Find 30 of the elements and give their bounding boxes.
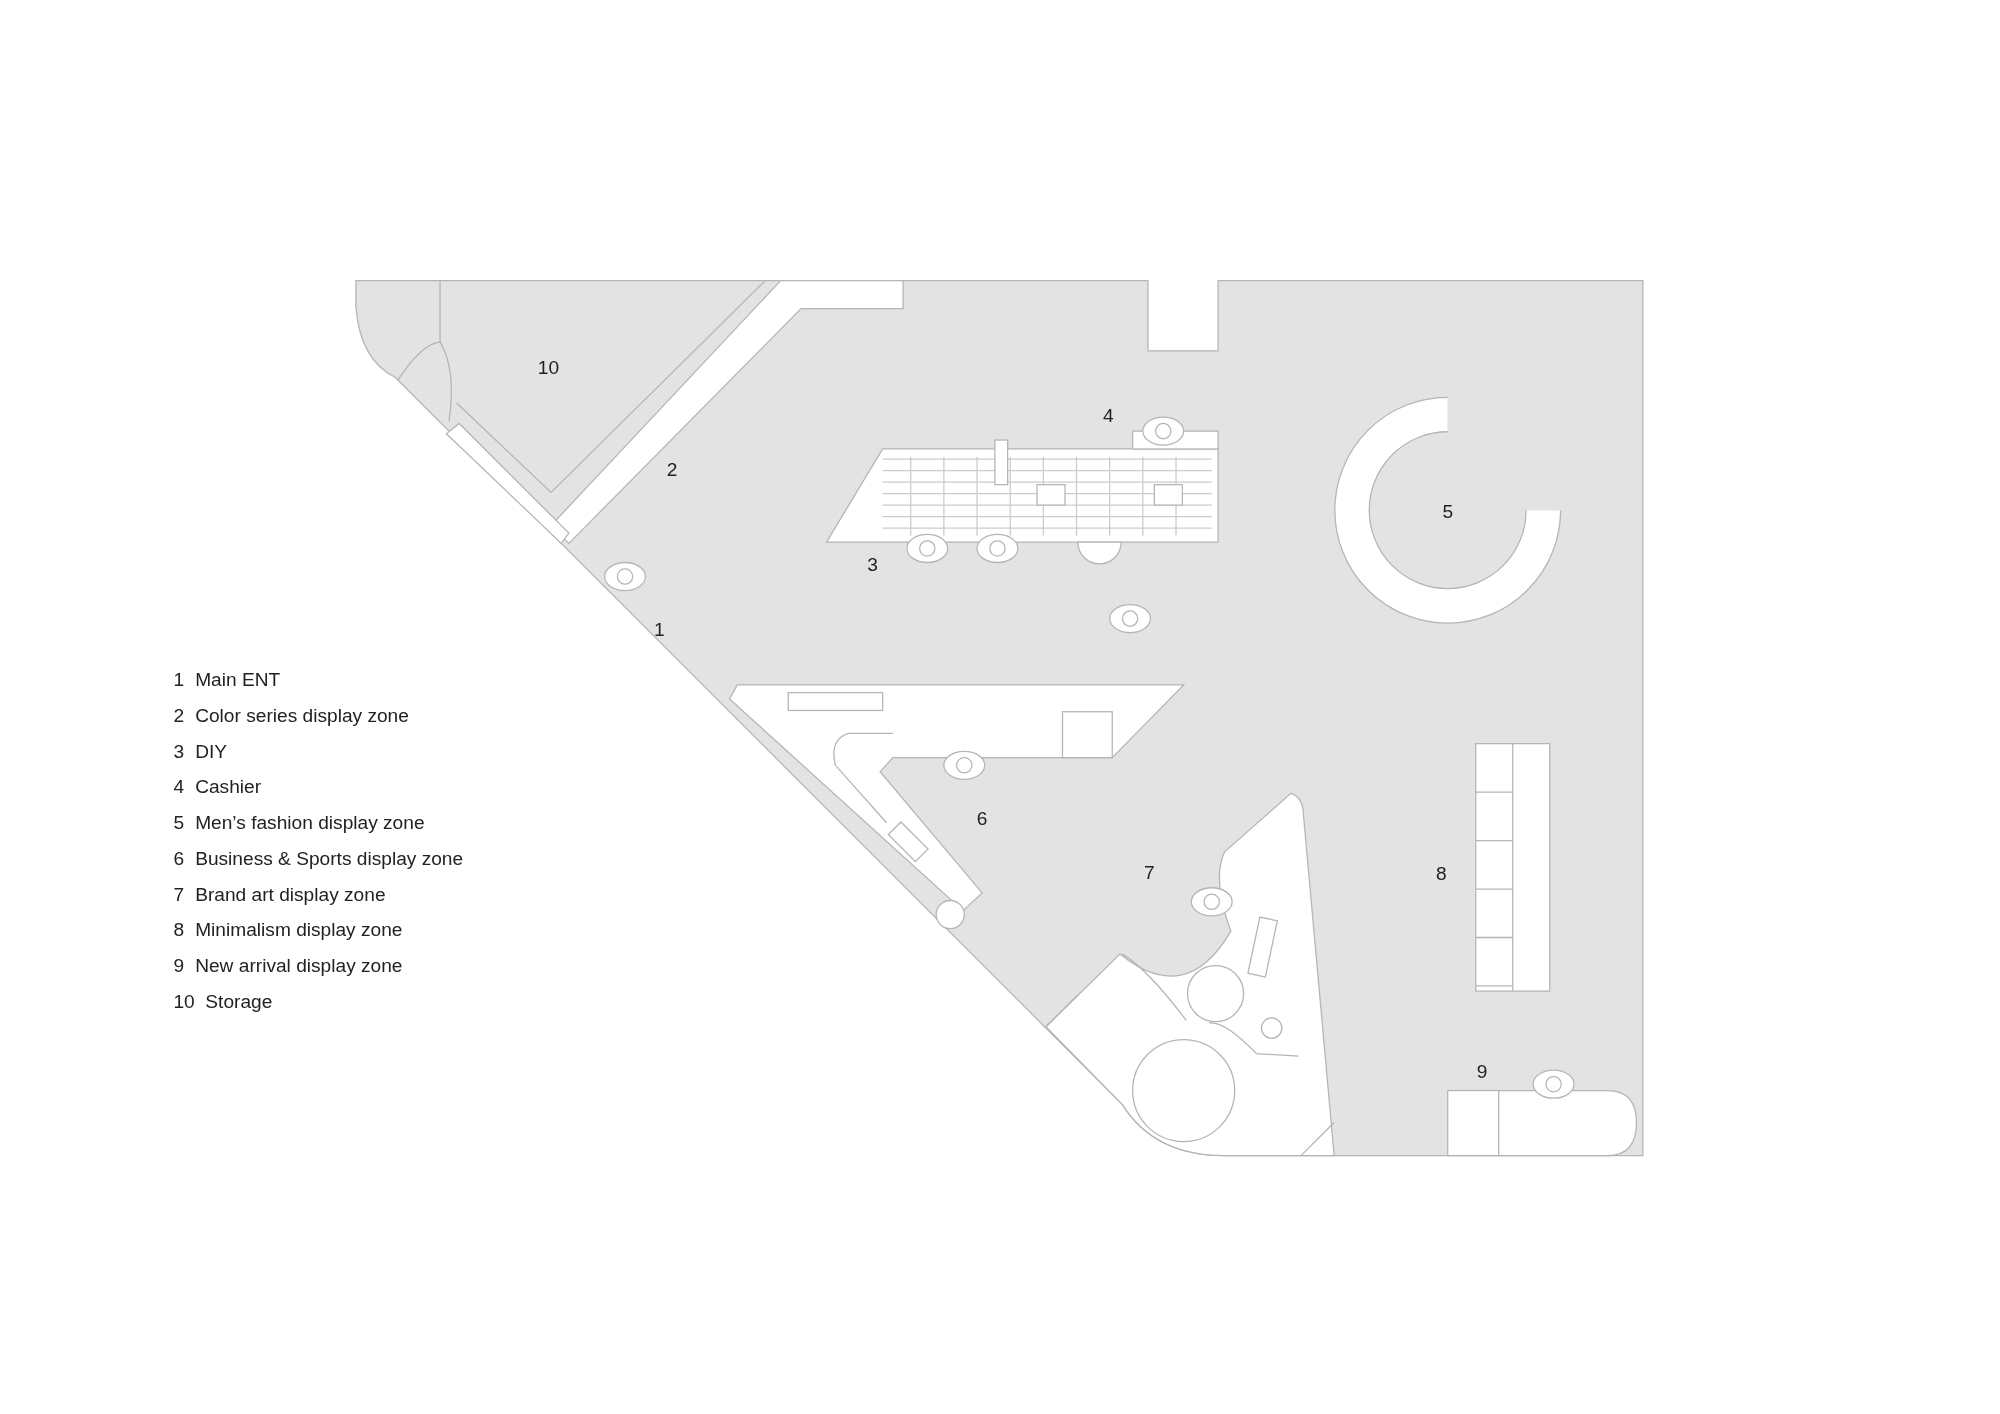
- key-label: Main ENT: [195, 668, 281, 692]
- key-label: Minimalism display zone: [195, 918, 403, 942]
- key-number: 5: [173, 811, 185, 835]
- key-label: DIY: [195, 739, 228, 763]
- callout-number: 6: [976, 807, 988, 831]
- callout-number: 2: [666, 457, 678, 481]
- key-label: Men’s fashion display zone: [195, 811, 425, 835]
- key-label: Storage: [205, 989, 273, 1013]
- key-number: 2: [173, 704, 185, 728]
- callout-number: 3: [867, 553, 878, 577]
- key-number: 3: [173, 739, 185, 763]
- callout-number: 10: [537, 355, 560, 379]
- callout-number: 1: [654, 618, 665, 642]
- key-label: Business & Sports display zone: [195, 846, 464, 870]
- key-label: New arrival display zone: [195, 954, 403, 978]
- key-label: Cashier: [195, 775, 262, 799]
- key-number: 1: [173, 668, 185, 692]
- callout-number: 7: [1143, 860, 1155, 884]
- key-number: 7: [173, 882, 185, 906]
- key-number: 10: [173, 989, 195, 1013]
- callout-number: 5: [1442, 500, 1454, 523]
- key-label: Color series display zone: [195, 704, 409, 728]
- key-number: 6: [173, 846, 185, 870]
- key-number: 4: [173, 775, 185, 799]
- key-label: Brand art display zone: [195, 882, 386, 906]
- key-number: 9: [173, 954, 185, 978]
- callout-number: 4: [1103, 404, 1114, 428]
- key-number: 8: [173, 918, 185, 942]
- callout-number: 9: [1476, 1059, 1488, 1083]
- callout-number: 8: [1436, 862, 1447, 886]
